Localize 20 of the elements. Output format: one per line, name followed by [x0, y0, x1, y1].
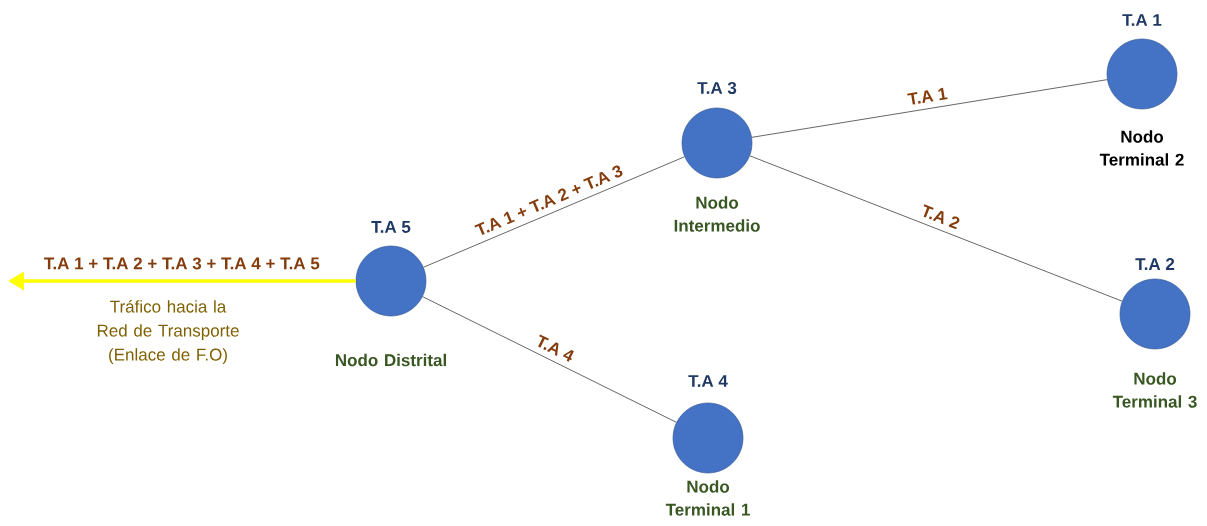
link-line — [749, 155, 1123, 302]
link-line — [422, 296, 677, 423]
edge-label: T.A 1 + T.A 2 + T.A 3 — [474, 165, 623, 235]
node-name: Nodo Terminal 3 — [1112, 372, 1197, 408]
link-line — [751, 79, 1108, 138]
node-name: Nodo Intermedio — [674, 196, 760, 232]
edge-label: T.A 2 — [923, 204, 960, 230]
node-name: Nodo Terminal 2 — [1099, 130, 1184, 166]
node-name: Nodo Distrital — [335, 353, 446, 367]
node-label: T.A 5 — [371, 221, 411, 233]
edge-label: T.A 1 — [907, 87, 948, 105]
node-label: T.A 2 — [1135, 258, 1175, 270]
note-text: Tráfico hacia la Red de Transporte (Enlace de F.O) — [97, 300, 239, 364]
node-label: T.A 3 — [697, 81, 737, 94]
node-label: T.A 1 — [1122, 14, 1162, 26]
node-name: Nodo Terminal 1 — [665, 480, 750, 516]
edge-label: T.A 4 — [538, 334, 574, 362]
link-line — [423, 156, 685, 268]
edge-label: T.A 1 + T.A 2 + T.A 3 + T.A 4 + T.A 5 — [44, 257, 320, 270]
node-label: T.A 4 — [688, 375, 728, 387]
